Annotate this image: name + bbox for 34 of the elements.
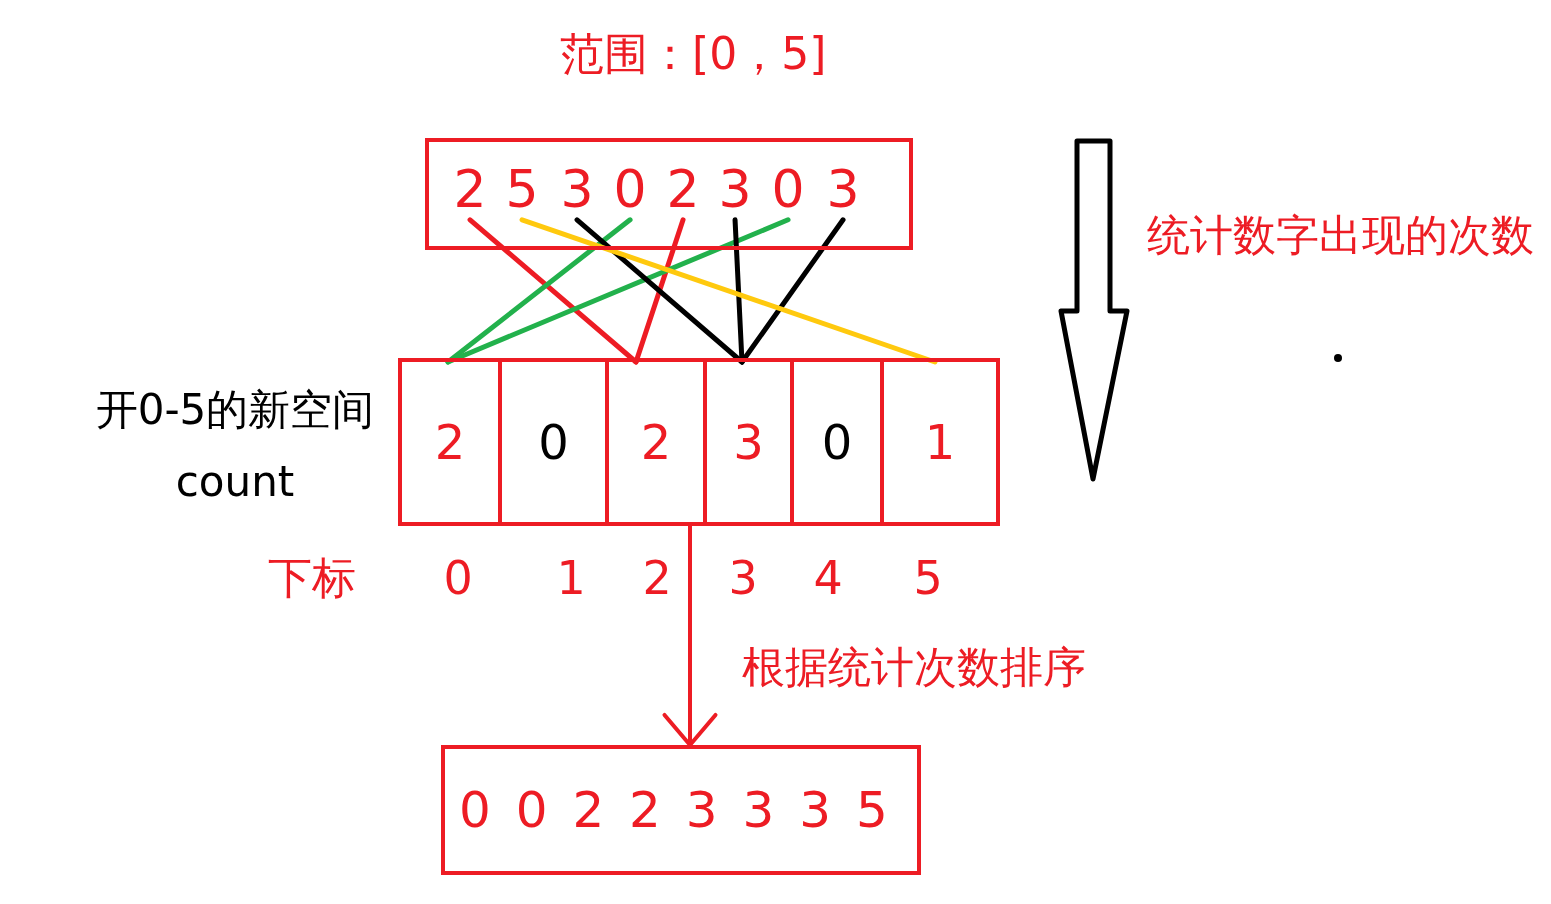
title: 范围：[0，5] xyxy=(560,28,827,80)
index-number: 4 xyxy=(813,551,843,605)
array-digit: 3 xyxy=(826,160,860,220)
index-number: 1 xyxy=(556,551,586,605)
index-number: 2 xyxy=(642,551,672,605)
index-number: 0 xyxy=(443,551,473,605)
count-array-box xyxy=(398,358,1000,526)
index-heading: 下标 xyxy=(268,552,356,604)
array-digit: 3 xyxy=(560,160,594,220)
array-box xyxy=(425,138,913,250)
connector-line xyxy=(633,217,686,365)
array-digit: 3 xyxy=(718,160,752,220)
array-digit: 2 xyxy=(453,160,487,220)
array-digit: 0 xyxy=(613,160,647,220)
index-number: 5 xyxy=(913,551,943,605)
array-digit: 2 xyxy=(666,160,700,220)
arrow xyxy=(662,524,718,748)
edge-label: 根据统计次数排序 xyxy=(742,642,1086,692)
result-box: 0 0 2 2 3 3 3 5 xyxy=(441,745,921,875)
count-cell: 0 xyxy=(790,362,880,522)
index-number: 3 xyxy=(728,551,758,605)
count-cell: 2 xyxy=(402,362,498,522)
connector-line xyxy=(445,217,791,365)
count-cell: 3 xyxy=(703,362,790,522)
array-digit: 0 xyxy=(771,160,805,220)
count-cell: 1 xyxy=(880,362,996,522)
connector-line xyxy=(739,217,846,365)
connector-line xyxy=(574,217,745,365)
count-cell: 0 xyxy=(498,362,605,522)
side-label: 开0-5的新空间 count xyxy=(94,384,376,508)
count-cell: 2 xyxy=(605,362,703,522)
annotation-text: 统计数字出现的次数 xyxy=(1146,210,1534,260)
array-digit: 5 xyxy=(505,160,539,220)
connector-line xyxy=(519,217,938,365)
